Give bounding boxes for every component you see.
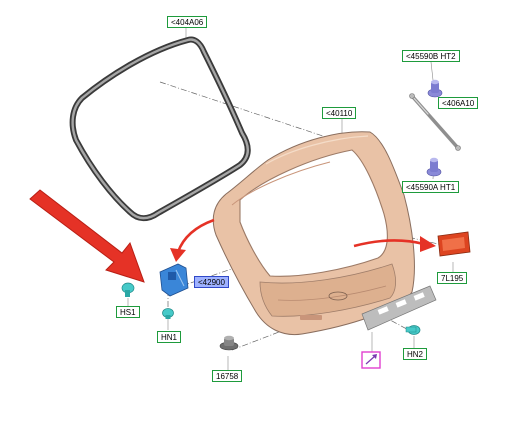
label-tailgate: <40110 bbox=[322, 107, 357, 119]
label-strut-mount-top: <45590B HT2 bbox=[402, 50, 460, 62]
label-hn1: HN1 bbox=[157, 331, 182, 343]
label-bolt: 16758 bbox=[212, 370, 243, 382]
direction-arrows bbox=[170, 218, 436, 262]
clip-hs1 bbox=[121, 282, 135, 297]
strut-mount-lower bbox=[426, 157, 442, 177]
gas-strut bbox=[409, 93, 461, 151]
pointer-arrow-icon bbox=[361, 351, 381, 369]
tailgate-panel bbox=[212, 131, 415, 336]
weatherstrip-seal bbox=[69, 36, 251, 222]
label-tail-lamp: 7L195 bbox=[437, 272, 468, 284]
large-red-arrow bbox=[29, 189, 145, 283]
label-hs1: HS1 bbox=[116, 306, 140, 318]
tail-lamp bbox=[437, 231, 471, 257]
strut-mount-upper bbox=[427, 79, 443, 98]
clip-hn2 bbox=[405, 325, 421, 335]
label-strut-mount-bottom: <45590A HT1 bbox=[402, 181, 460, 193]
label-gas-strut: <406A10 bbox=[438, 97, 479, 109]
label-latch: <42900 bbox=[194, 276, 229, 288]
label-seal: <404A06 bbox=[167, 16, 208, 28]
bolt-16758 bbox=[219, 335, 239, 351]
clip-hn1 bbox=[162, 308, 174, 319]
label-hn2: HN2 bbox=[403, 348, 428, 360]
licence-plate-bracket bbox=[361, 285, 437, 331]
tailgate-latch bbox=[159, 263, 189, 297]
